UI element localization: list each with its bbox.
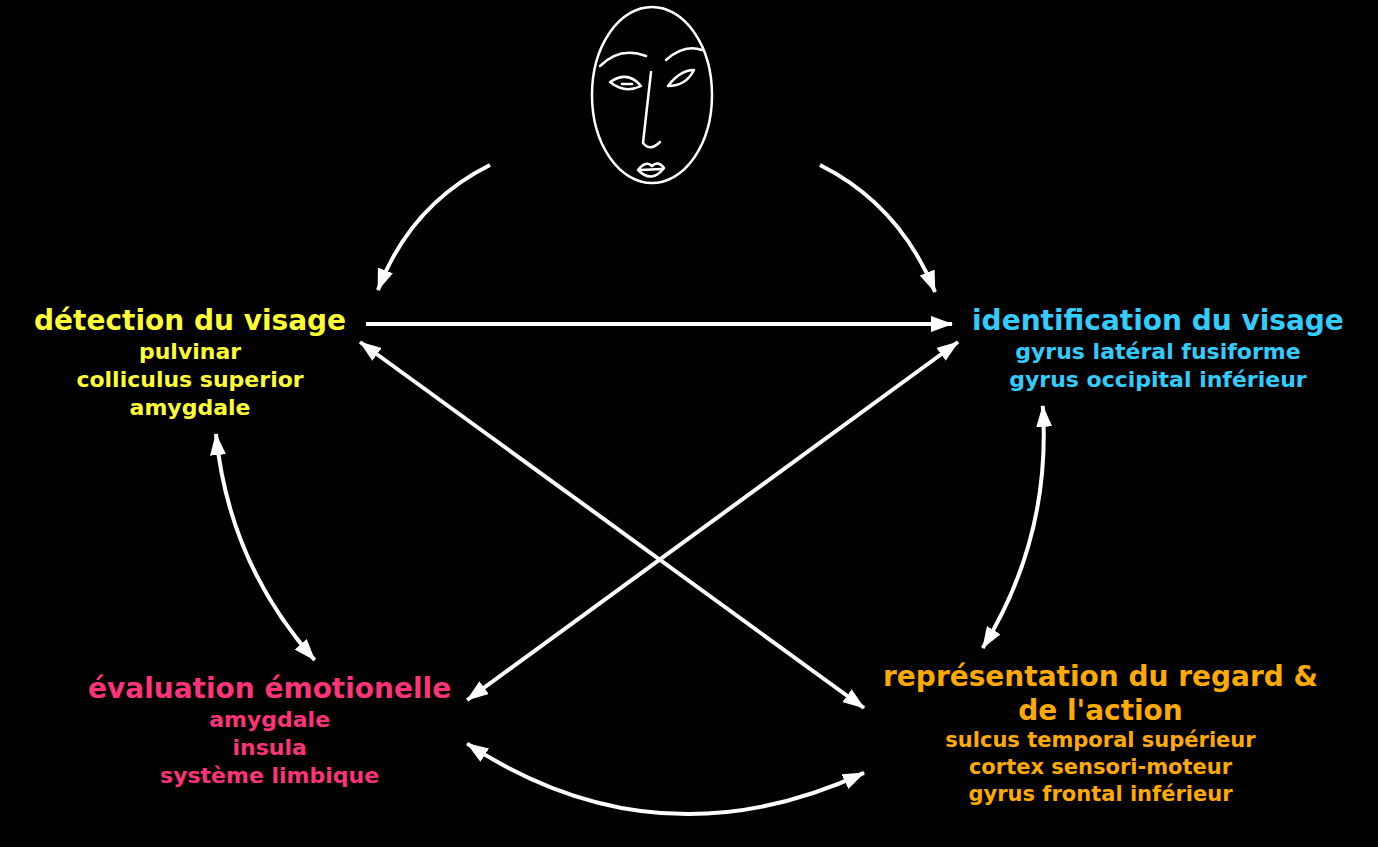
connector-arrow (467, 744, 864, 814)
brain-region: cortex sensori-moteur (880, 754, 1321, 781)
region-group: représentation du regard & de l'actionsu… (874, 656, 1327, 812)
connector-arrow (360, 342, 864, 708)
brain-region: gyrus frontal inférieur (880, 781, 1321, 808)
face-arrow (820, 165, 935, 292)
region-group: évaluation émotionelleamygdaleinsulasyst… (82, 668, 457, 794)
brain-region: pulvinar (34, 338, 346, 366)
brain-region: amygdale (88, 706, 451, 734)
function-heading: identification du visage (972, 304, 1344, 338)
eye (668, 70, 694, 86)
brain-region: amygdale (34, 394, 346, 422)
nose (643, 72, 660, 147)
face-outline (592, 7, 712, 183)
connector-arrow (216, 434, 315, 660)
function-heading: évaluation émotionelle (88, 672, 451, 706)
brain-region: colliculus superior (34, 366, 346, 394)
brain-region: gyrus latéral fusiforme (972, 338, 1344, 366)
connector-arrow (467, 342, 958, 700)
connector-arrow (366, 322, 952, 326)
eye (622, 83, 632, 86)
function-heading: représentation du regard & de l'action (880, 660, 1321, 727)
lips (638, 163, 664, 176)
connector-arrow (983, 406, 1044, 648)
region-group: détection du visagepulvinarcolliculus su… (28, 300, 352, 426)
brain-region: insula (88, 734, 451, 762)
eye (610, 77, 641, 89)
brain-region: système limbique (88, 762, 451, 790)
eyebrow (666, 48, 702, 60)
function-heading: détection du visage (34, 304, 346, 338)
brain-region: gyrus occipital inférieur (972, 366, 1344, 394)
eyebrow (600, 53, 646, 66)
region-group: identification du visagegyrus latéral fu… (966, 300, 1350, 398)
face-arrow (378, 165, 490, 290)
brain-region: sulcus temporal supérieur (880, 727, 1321, 754)
